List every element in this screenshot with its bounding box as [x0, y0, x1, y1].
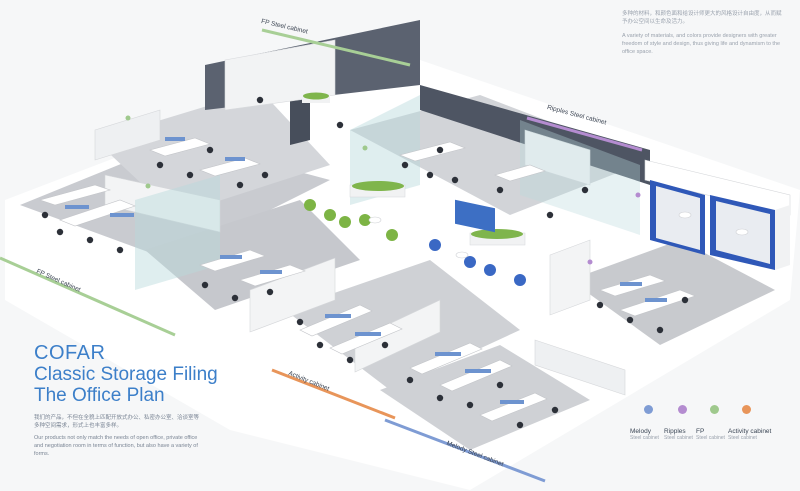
blue-lounge-chairs: [429, 239, 526, 286]
brand-title: COFAR: [34, 342, 106, 364]
cabinet-center-white: [249, 257, 336, 333]
line-fp-top: [261, 28, 411, 67]
description-en: Our products not only match the needs of…: [34, 435, 198, 457]
cabinet-melody-row: [354, 299, 441, 373]
intro-text-cn: 多种的材料，和颜色面和给设计师更大的风格设计自由度，从而赋予办公空间以生命及活力…: [622, 11, 782, 25]
title-block: COFAR Classic Storage Filing The Office …: [34, 342, 264, 458]
green-lounge-chairs: [304, 199, 398, 241]
legend-name: FP: [696, 428, 705, 435]
booth-side-wall: [775, 205, 790, 270]
legend-sub: Steel cabinet: [728, 435, 757, 441]
wall-partition: [290, 90, 310, 145]
legend-dot-activity: [742, 405, 751, 414]
desk-screens: [65, 137, 667, 404]
legend-sub: Steel cabinet: [696, 435, 725, 441]
wall-display: [455, 199, 495, 233]
cabinet-fp-left-row: [104, 174, 221, 233]
planter-2-greenery: [471, 229, 523, 239]
description-cn: 我们的产品，不但在全貌上匹配开放式办公、私密办公室、洽谈室等多种空间需求，形式上…: [34, 415, 200, 429]
carpet-zone-bottom: [380, 345, 590, 450]
booth-left-inner: [656, 186, 700, 250]
legend-dot-fp: [710, 405, 719, 414]
line-fp-left: [0, 256, 176, 337]
legend-name: Melody: [630, 428, 651, 435]
subtitle-line-1: Classic Storage Filing: [34, 364, 218, 385]
legend-item-ripples: Ripples Steel cabinet: [664, 405, 704, 441]
location-dots: [125, 115, 368, 189]
glass-partition-office: [520, 120, 640, 235]
intro-text-block: 多种的材料，和颜色面和给设计师更大的风格设计自由度，从而赋予办公空间以生命及活力…: [622, 10, 782, 56]
legend-dot-melody: [644, 405, 653, 414]
line-activity: [271, 368, 396, 420]
legend-sub: Steel cabinet: [630, 435, 659, 441]
round-tables: [368, 211, 749, 259]
cabinet-fp-top: [224, 39, 336, 111]
location-dots-purple: [587, 192, 641, 265]
line-melody: [384, 418, 546, 483]
glass-partition-left: [135, 175, 220, 290]
legend-name: Ripples: [664, 428, 686, 435]
cabinet-fp-upper-left: [94, 109, 161, 161]
planter-3-greenery: [303, 92, 329, 100]
legend-sub: Steel cabinet: [664, 435, 693, 441]
legend-item-fp: FP Steel cabinet: [696, 405, 736, 441]
legend-name: Activity cabinet: [728, 428, 772, 435]
task-chairs: [41, 96, 689, 429]
line-ripples: [526, 116, 643, 152]
cabinet-ripples: [524, 129, 591, 186]
planter-1-greenery: [352, 181, 404, 191]
desks: [38, 137, 696, 422]
legend: Melody Steel cabinet Ripples Steel cabin…: [630, 405, 790, 455]
legend-item-melody: Melody Steel cabinet: [630, 405, 670, 441]
intro-text-en: A variety of materials, and colors provi…: [622, 33, 781, 55]
carpet-zone-upper: [95, 90, 330, 215]
subtitle-line-2: The Office Plan: [34, 385, 165, 406]
glass-partition-meeting: [350, 95, 420, 205]
legend-dot-ripples: [678, 405, 687, 414]
carpet-zone-meeting: [350, 95, 650, 215]
cabinet-right-row: [534, 339, 626, 396]
legend-item-activity: Activity cabinet Steel cabinet: [728, 405, 772, 441]
cabinet-right-tall: [549, 239, 591, 316]
